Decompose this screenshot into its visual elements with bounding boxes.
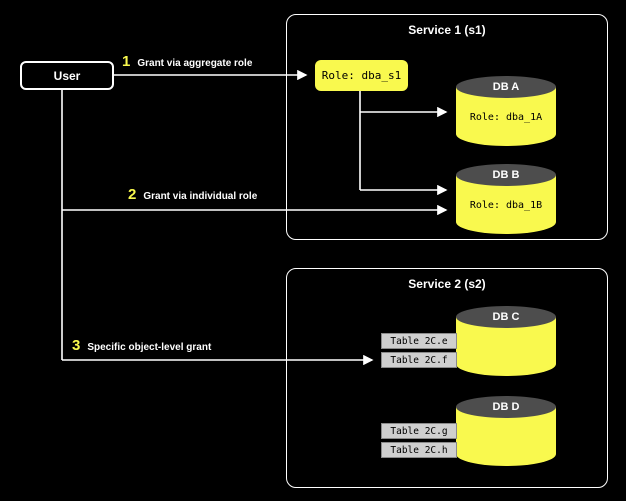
table-2c-g: Table 2C.g — [381, 423, 457, 439]
service2-container: Service 2 (s2) DB C Table 2C.e Table 2C.… — [286, 268, 608, 488]
db-d-top: DB D — [456, 396, 556, 418]
edge-text-2: Grant via individual role — [143, 191, 258, 202]
db-b-role-label: Role: dba_1B — [469, 199, 543, 211]
role-dba-s1-label: Role: dba_s1 — [321, 69, 402, 82]
db-c-top: DB C — [456, 306, 556, 328]
db-d-table-stack: Table 2C.g Table 2C.h — [381, 423, 457, 458]
service1-title: Service 1 (s1) — [408, 23, 486, 37]
edge-text-1: Grant via aggregate role — [137, 58, 253, 69]
edge-label-grant-aggregate: 1 Grant via aggregate role — [122, 53, 252, 70]
db-b-name: DB B — [492, 169, 520, 181]
edge-number-3: 3 — [72, 337, 81, 354]
edge-text-3: Specific object-level grant — [87, 342, 212, 353]
edge-label-object-grant: 3 Specific object-level grant — [72, 337, 211, 354]
service1-container: Service 1 (s1) Role: dba_s1 DB A Role: d… — [286, 14, 608, 240]
user-node: User — [20, 61, 114, 90]
table-2c-h: Table 2C.h — [381, 442, 457, 458]
db-d-name: DB D — [492, 401, 520, 413]
db-b-cylinder: DB B Role: dba_1B — [456, 164, 556, 234]
user-label: User — [53, 68, 81, 83]
db-a-top: DB A — [456, 76, 556, 98]
db-a-role-label: Role: dba_1A — [469, 111, 543, 123]
db-d-cylinder: DB D — [456, 396, 556, 466]
edge-number-2: 2 — [128, 186, 137, 203]
db-a-cylinder: DB A Role: dba_1A — [456, 76, 556, 146]
db-b-top: DB B — [456, 164, 556, 186]
table-2c-e: Table 2C.e — [381, 333, 457, 349]
db-a-name: DB A — [492, 81, 520, 93]
table-2c-f: Table 2C.f — [381, 352, 457, 368]
edge-number-1: 1 — [122, 53, 131, 70]
role-dba-s1-node: Role: dba_s1 — [315, 60, 408, 91]
service2-title: Service 2 (s2) — [408, 277, 486, 291]
db-c-table-stack: Table 2C.e Table 2C.f — [381, 333, 457, 368]
db-c-name: DB C — [492, 311, 520, 323]
edge-label-grant-individual: 2 Grant via individual role — [128, 186, 257, 203]
db-c-cylinder: DB C — [456, 306, 556, 376]
